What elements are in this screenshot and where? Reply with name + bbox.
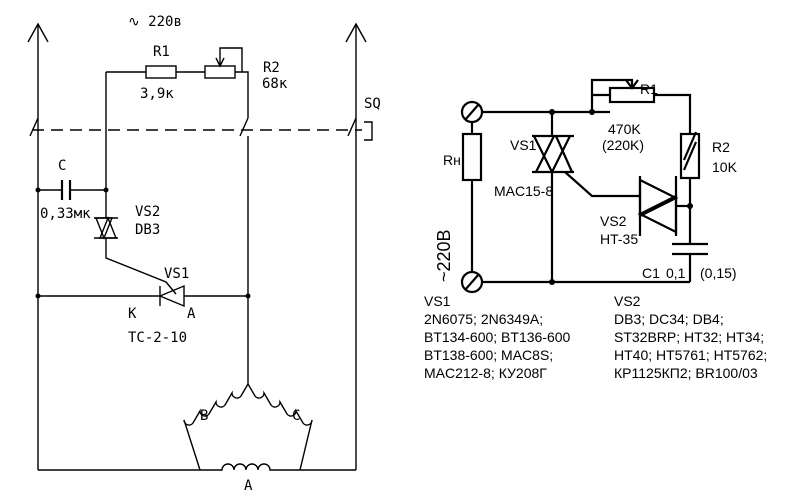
c-name: C: [58, 158, 66, 174]
c1-name: C1: [642, 265, 660, 281]
r1-wiper-arrow-icon: [625, 79, 639, 90]
junction-triac-top: [549, 109, 555, 115]
right-r2-value: 10K: [712, 159, 738, 175]
wire-r1-body-left: [592, 93, 610, 114]
parts-vs1-line: 2N6075; 2N6349A;: [424, 311, 543, 327]
wire-r1-right: [654, 93, 692, 134]
vs2-part: DB3: [135, 222, 160, 238]
right-r1-value-1: 470K: [608, 121, 641, 137]
right-diac-triangle-left: [637, 194, 678, 234]
capacitor-c1: [672, 242, 708, 256]
r1-wiper-lead: [610, 78, 634, 88]
r2-resistor: [204, 65, 236, 79]
winding-a-label: А: [244, 478, 253, 494]
parts-vs2-line: DB3; DC34; DB4;: [614, 311, 724, 327]
supply-label: ∿ 220в: [128, 14, 182, 30]
r2-hatch: [682, 131, 698, 171]
junction-cap-left: [35, 187, 41, 193]
vs1-name: VS1: [164, 266, 189, 282]
load-resistor: [461, 132, 483, 182]
capacitor-c: [60, 180, 72, 200]
r1-resistor: [145, 65, 177, 79]
vs2-diac-triangle-up: [98, 216, 118, 239]
winding-b-coil: [183, 383, 249, 471]
terminal-bottom-slash: [464, 273, 480, 291]
triac-triangle-up: [535, 135, 574, 173]
parts-vs2-line: HT40; HT5761; HT5762;: [614, 347, 767, 363]
r2-wiper: [219, 47, 243, 72]
junction-diac: [687, 203, 693, 209]
vs2-diac-triangle-down: [94, 217, 114, 240]
switch-contact-left: [29, 117, 39, 137]
r2-value: 68к: [262, 76, 288, 92]
left-circuit: ∿ 220в SQ R1 3,9к R2 68к C 0,33: [27, 14, 381, 494]
parts-vs1-title: VS1: [424, 293, 451, 309]
right-vs1-name: VS1: [510, 137, 537, 153]
switch-label: SQ: [364, 96, 381, 112]
cathode-label: К: [128, 306, 137, 322]
switch-bracket: [364, 121, 373, 141]
wire-triac-gate: [564, 171, 640, 198]
switch-contact-mid: [239, 117, 249, 137]
parts-vs2-line: ST32BRP; HT32; HT34;: [614, 329, 764, 345]
right-circuit: Rн ~220В VS1 MAC15-8 R1 470K (220K) R2 1…: [434, 78, 738, 294]
right-up-arrow-icon: [345, 22, 367, 43]
winding-b-label: В: [200, 408, 208, 424]
junction-triac-bottom: [549, 279, 555, 285]
right-r1-name: R1: [640, 81, 658, 97]
winding-c-label: С: [292, 408, 300, 424]
junction-cap-right: [103, 187, 109, 193]
anode-label: А: [187, 306, 196, 322]
left-up-arrow-icon: [27, 22, 49, 43]
junction-r1: [589, 109, 595, 115]
motor-winding-delta: [183, 383, 313, 471]
parts-vs1-line: BT138-600; MAC8S;: [424, 347, 553, 363]
c1-alt-value: (0,15): [700, 265, 737, 281]
vs1-part: ТС-2-10: [128, 330, 187, 346]
vs2-name: VS2: [135, 204, 160, 220]
winding-c-coil: [247, 383, 313, 471]
junction-vs1-left: [35, 293, 41, 299]
right-r2-name: R2: [712, 139, 730, 155]
right-vs1-part: MAC15-8: [494, 183, 553, 199]
switch-contact-right: [347, 117, 357, 137]
parts-vs2-line: КР1125КП2; BR100/03: [614, 365, 758, 381]
c1-value: 0,1: [666, 265, 686, 281]
terminal-top-slash: [464, 103, 480, 121]
right-vs2-name: VS2: [600, 213, 627, 229]
c-value: 0,33мк: [40, 206, 91, 222]
r2-wiper-arrow-icon: [215, 57, 225, 68]
r1-value: 3,9к: [140, 86, 174, 102]
parts-vs1-line: MAC212-8; КУ208Г: [424, 365, 547, 381]
right-r1-value-2: (220K): [602, 137, 644, 153]
parts-list: VS1 2N6075; 2N6349A; BT134-600; BT136-60…: [424, 293, 767, 381]
right-vs2-part: HT-35: [600, 231, 638, 247]
parts-vs1-line: BT134-600; BT136-600: [424, 329, 571, 345]
r2-name: R2: [263, 60, 280, 76]
parts-vs2-title: VS2: [614, 293, 641, 309]
wire-gate: [105, 238, 177, 295]
right-diac-triangle-right: [638, 178, 679, 218]
junction-vs1-right: [245, 293, 251, 299]
winding-a-coil: [200, 463, 300, 471]
load-label: Rн: [443, 152, 461, 168]
wire-r2-right: [235, 71, 249, 118]
supply-label-220: ~220В: [434, 229, 454, 282]
r1-name: R1: [153, 44, 170, 60]
wire-r1-left: [590, 78, 610, 112]
